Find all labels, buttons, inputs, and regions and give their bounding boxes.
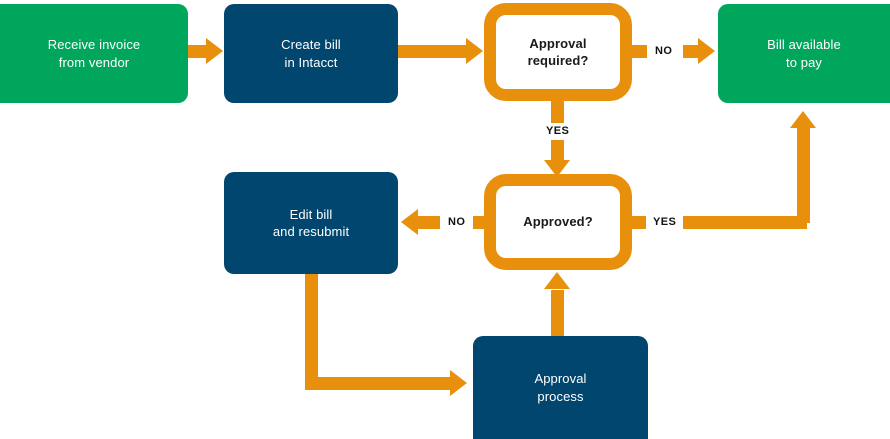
node-receive-invoice[interactable]: Receive invoice from vendor bbox=[0, 4, 188, 103]
node-bill-available[interactable]: Bill available to pay bbox=[718, 4, 890, 103]
arrowhead-approval-required-yes bbox=[544, 160, 570, 177]
arrowhead-approved-yes bbox=[790, 111, 816, 128]
edge-label-yes-right: YES bbox=[651, 215, 679, 229]
edge-label-no-top: NO bbox=[653, 44, 675, 58]
node-approval-required[interactable]: Approval required? bbox=[484, 3, 632, 101]
connector-approved-no bbox=[418, 216, 440, 229]
connector-approved-yes-vertical bbox=[797, 128, 810, 223]
connector-approval-required-yes-upper bbox=[551, 101, 564, 123]
connector-approval-process-to-approved bbox=[551, 290, 564, 338]
arrowhead-receive-to-create bbox=[206, 38, 223, 64]
connector-approval-required-no bbox=[683, 45, 701, 58]
node-create-bill[interactable]: Create bill in Intacct bbox=[224, 4, 398, 103]
connector-create-to-approval-required bbox=[397, 45, 469, 58]
arrowhead-create-to-approval-required bbox=[466, 38, 483, 64]
edge-label-yes-down: YES bbox=[544, 124, 572, 138]
connector-approved-yes-horizontal bbox=[683, 216, 807, 229]
arrowhead-edit-to-approval bbox=[450, 370, 467, 396]
connector-edit-to-approval-horizontal bbox=[305, 377, 453, 390]
connector-approved-no-stub bbox=[473, 216, 487, 229]
node-edit-bill[interactable]: Edit bill and resubmit bbox=[224, 172, 398, 274]
node-approval-process[interactable]: Approval process bbox=[473, 336, 648, 439]
arrowhead-approval-process-to-approved bbox=[544, 272, 570, 289]
edge-label-no-left: NO bbox=[446, 215, 468, 229]
node-approved[interactable]: Approved? bbox=[484, 174, 632, 270]
connector-approval-required-yes-lower bbox=[551, 140, 564, 164]
connector-approved-yes-stub bbox=[631, 216, 646, 229]
connector-receive-to-create bbox=[188, 45, 210, 58]
connector-edit-to-approval-vertical bbox=[305, 274, 318, 384]
connector-approval-required-no-stub bbox=[631, 45, 647, 58]
arrowhead-approved-no bbox=[401, 209, 418, 235]
arrowhead-approval-required-no bbox=[698, 38, 715, 64]
